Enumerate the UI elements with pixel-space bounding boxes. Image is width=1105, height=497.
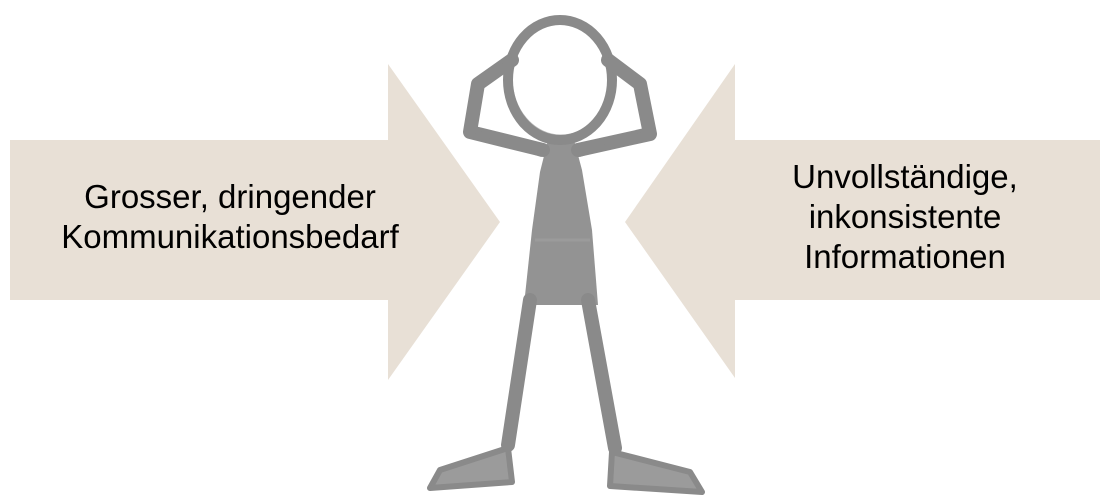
right-arrow-label: Unvollständige, inkonsistente Informatio… (720, 152, 1090, 282)
right-leg (588, 300, 615, 448)
right-arrow-label-line-3: Informationen (804, 237, 1006, 277)
left-arrow-label-line-1: Grosser, dringender (84, 177, 376, 217)
right-arrow-label-line-2: inkonsistente (809, 197, 1002, 237)
left-arrow-label: Grosser, dringender Kommunikationsbedarf (20, 172, 440, 262)
right-arrow-label-line-1: Unvollständige, (792, 157, 1018, 197)
torso-shape (524, 140, 598, 305)
left-arrow-label-line-2: Kommunikationsbedarf (61, 217, 399, 257)
left-leg (508, 300, 530, 445)
